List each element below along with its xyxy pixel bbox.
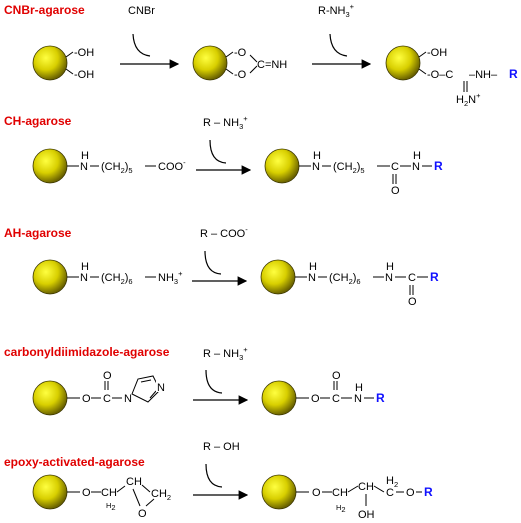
n-label: N [80,161,88,173]
oh-label: -OH [74,47,94,59]
ether-oxygen: O [82,487,91,499]
methylene-upper: H2 [386,475,398,489]
methylene: CH [101,487,117,499]
reagent-carboxylate: R – COO- [200,225,248,240]
title-ch: CH-agarose [4,114,72,128]
title-ah: AH-agarose [4,226,72,240]
title-epoxy: epoxy-activated-agarose [4,455,145,469]
h-label: H [313,150,321,162]
h-label: H [386,261,394,273]
agarose-bead [32,45,68,81]
curved-arrow [205,463,223,488]
methylene-c: C [386,487,394,499]
agarose-bead [32,259,68,295]
amide-oxygen: O [408,296,417,308]
n-label: N [412,161,420,173]
h-label: H [81,150,89,162]
ester-oxygen: O [82,393,91,405]
carboxylate: COO- [158,158,186,173]
agarose-bead [264,148,300,184]
ring-oxygen: -O [234,69,247,81]
h-label: H [309,261,317,273]
agarose-bead [32,380,68,416]
oh-label: -OH [74,69,94,81]
carbinol-ch: CH [358,481,374,493]
agarose-bead [261,474,297,510]
isourea-amine: H2N+ [456,91,481,108]
agarose-bead [32,148,68,184]
hydroxyl: OH [358,509,375,521]
agarose-bead [192,45,228,81]
epoxide-ch2: CH2 [151,488,171,502]
h-label: H [413,150,421,162]
ether-oxygen: O [406,487,415,499]
reagent-alcohol: R – OH [203,441,240,453]
isourea-link: -O–C [427,69,453,81]
amide-carbon: C [391,161,399,173]
carbonyl-carbon: C [103,393,111,405]
spacer-chain: (CH2)5 [101,161,133,175]
amide-carbon: C [408,272,416,284]
oh-label: -OH [427,47,447,59]
epoxide-ch: CH [126,476,142,488]
curved-arrow [204,250,222,275]
reagent-cnbr: CNBr [128,5,155,17]
h-label: H [355,382,363,394]
agarose-bead [385,45,421,81]
reagent-amine: R – NH3+ [203,114,248,131]
ligand-r: R [424,485,433,499]
imidazole-n3: N [157,382,165,394]
curved-arrow [329,33,348,57]
ring-oxygen: -O [234,47,247,59]
ligand-r: R [376,391,385,405]
reagent-amine: R – NH3+ [203,345,248,362]
carbonyl-oxygen: O [332,370,341,382]
agarose-bead [261,380,297,416]
methylene-h2: H2 [336,503,346,514]
epoxide-oxygen: O [138,508,147,520]
ligand-r: R [434,159,443,173]
imidazole-n1: N [124,393,132,405]
h-label: H [81,261,89,273]
spacer-chain: (CH2)6 [101,272,133,286]
methylene: CH [332,487,348,499]
title-cnbr: CNBr-agarose [4,3,85,17]
carbamate-carbon: C [332,393,340,405]
ligand-r: R [430,270,439,284]
n-label: N [80,272,88,284]
title-cdi: carbonyldiimidazole-agarose [4,345,170,359]
ester-oxygen: O [311,393,320,405]
spacer-chain: (CH2)6 [329,272,361,286]
curved-arrow [205,369,223,394]
imidazole-ring [131,375,161,403]
curved-arrow [209,139,227,164]
reagent-amine: R-NH3+ [318,2,355,19]
agarose-bead [260,259,296,295]
amide-oxygen: O [391,185,400,197]
n-label: N [308,272,316,284]
isourea-nh: –NH– [469,69,498,81]
curved-arrow [132,33,151,57]
ligand-r: R [509,67,518,81]
ether-oxygen: O [312,487,321,499]
n-label: N [385,272,393,284]
methylene-h2: H2 [106,501,116,512]
carbonyl-oxygen: O [103,370,112,382]
imidocarbonate: C=NH [257,59,287,71]
n-label: N [354,393,362,405]
ammonium: NH3+ [158,269,183,286]
spacer-chain: (CH2)5 [333,161,365,175]
agarose-bead [32,474,68,510]
n-label: N [312,161,320,173]
